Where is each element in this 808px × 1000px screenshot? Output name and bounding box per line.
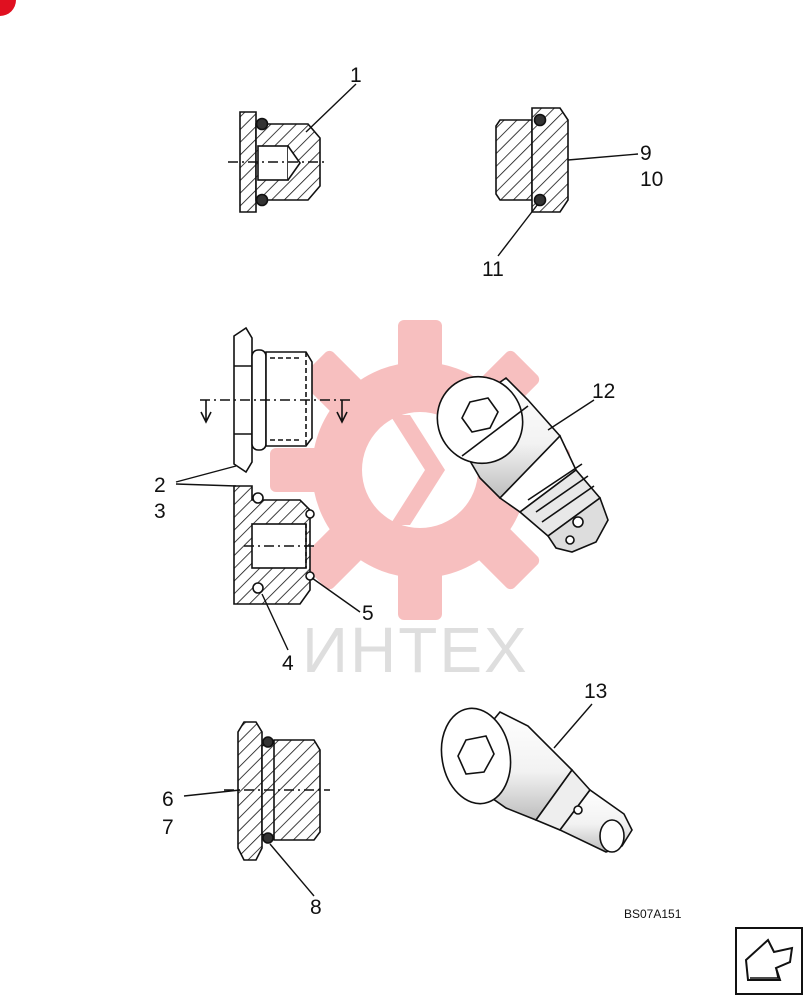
callout-12: 12 — [592, 380, 615, 403]
part-6-plug — [224, 721, 330, 861]
leader-12 — [547, 399, 595, 431]
leader-9 — [567, 153, 639, 161]
part-1-plug — [228, 111, 328, 213]
callout-9: 9 — [640, 142, 652, 165]
next-page-arrow-icon — [744, 938, 794, 981]
drawing-reference: BS07A151 — [624, 907, 682, 921]
leader-11 — [497, 203, 539, 257]
leader-1 — [305, 83, 357, 133]
corner-mark — [0, 0, 16, 16]
callout-7: 7 — [162, 816, 174, 839]
part-2-section — [233, 485, 318, 605]
callout-11: 11 — [482, 258, 504, 281]
callout-4: 4 — [282, 652, 294, 675]
callout-6: 6 — [162, 788, 174, 811]
callout-3: 3 — [154, 500, 166, 523]
callout-2: 2 — [154, 474, 166, 497]
callout-5: 5 — [362, 602, 374, 625]
leader-4 — [261, 593, 289, 651]
leader-8 — [269, 843, 315, 897]
callout-10: 10 — [640, 168, 663, 191]
leader-2b — [175, 483, 237, 487]
leader-2a — [175, 465, 237, 483]
leader-6 — [183, 789, 241, 797]
callout-13: 13 — [584, 680, 607, 703]
part-12-cartridge-valve — [436, 375, 609, 553]
watermark-text: ИНТЕХ — [302, 614, 529, 686]
callout-1: 1 — [350, 64, 362, 87]
leader-13 — [553, 703, 593, 749]
leader-5 — [311, 577, 361, 613]
part-2-hex-plug — [200, 326, 354, 474]
part-13-cartridge — [440, 707, 633, 853]
next-page-button[interactable] — [735, 927, 803, 995]
part-9-plug — [495, 107, 569, 213]
callout-8: 8 — [310, 896, 322, 919]
